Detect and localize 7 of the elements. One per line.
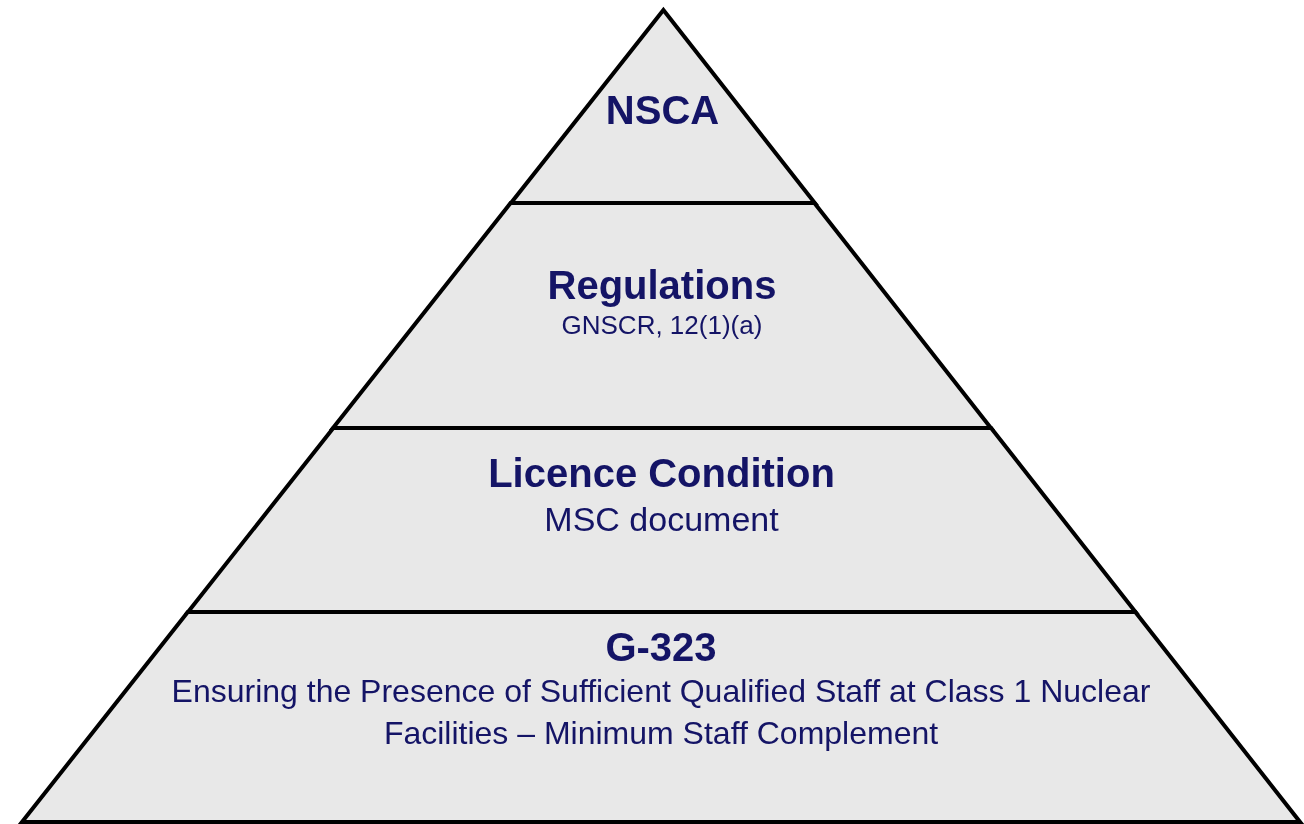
tier-description: GNSCR, 12(1)(a): [561, 309, 763, 342]
tier-description: Ensuring the Presence of Sufficient Qualified Staff at Class 1 Nuclear Facilities – Minimum Staff Complement: [170, 672, 1152, 753]
tier-heading: Licence Condition: [488, 450, 835, 497]
tier-heading: Regulations: [547, 262, 777, 309]
tier-description: MSC document: [544, 499, 779, 540]
tier-heading: NSCA: [605, 87, 720, 134]
tier-heading: G-323: [605, 624, 717, 671]
